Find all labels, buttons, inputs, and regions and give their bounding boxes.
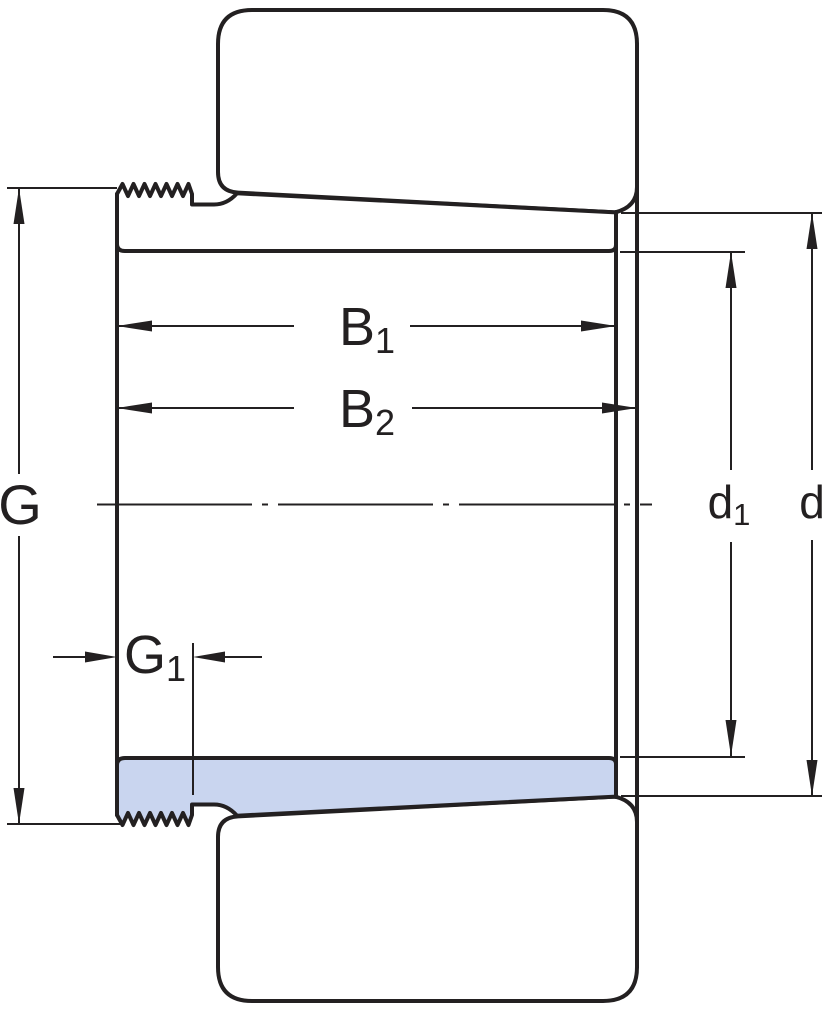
- arrowhead-right-icon: [581, 320, 616, 332]
- dimension-B1: B1: [117, 297, 616, 361]
- arrowhead-down-icon: [806, 760, 818, 796]
- dimension-G1: G1: [53, 625, 262, 795]
- label-G: G: [0, 473, 42, 536]
- arrowhead-left-icon: [117, 402, 152, 414]
- arrowhead-left-icon: [117, 320, 152, 332]
- arrowhead-down-icon: [725, 720, 737, 756]
- label-B1: B1: [339, 297, 395, 361]
- label-d: d: [799, 476, 824, 528]
- label-d1: d1: [708, 476, 751, 532]
- arrowhead-up-icon: [725, 252, 737, 288]
- dimension-d: d: [621, 212, 824, 797]
- arrowhead-up-icon: [806, 213, 818, 249]
- arrowhead-up-icon: [13, 188, 25, 224]
- label-G1: G1: [124, 625, 186, 689]
- arrowhead-right-icon: [602, 402, 637, 414]
- sleeve-sections: [115, 182, 618, 827]
- dimension-B2: B2: [117, 379, 637, 443]
- bearing-ring-bottom-section: [216, 794, 639, 1003]
- bearing-ring-top-section: [216, 8, 639, 215]
- dimension-G: G: [0, 187, 123, 825]
- label-B2: B2: [339, 379, 395, 443]
- sleeve-bottom-section: [115, 756, 618, 827]
- arrowhead-right-icon: [85, 651, 117, 663]
- sleeve-top-section: [115, 182, 618, 253]
- arrowhead-down-icon: [13, 788, 25, 824]
- dimension-d1: d1: [620, 251, 751, 758]
- bearing-ring-sections: [216, 8, 639, 1003]
- arrowhead-left-icon: [193, 651, 225, 663]
